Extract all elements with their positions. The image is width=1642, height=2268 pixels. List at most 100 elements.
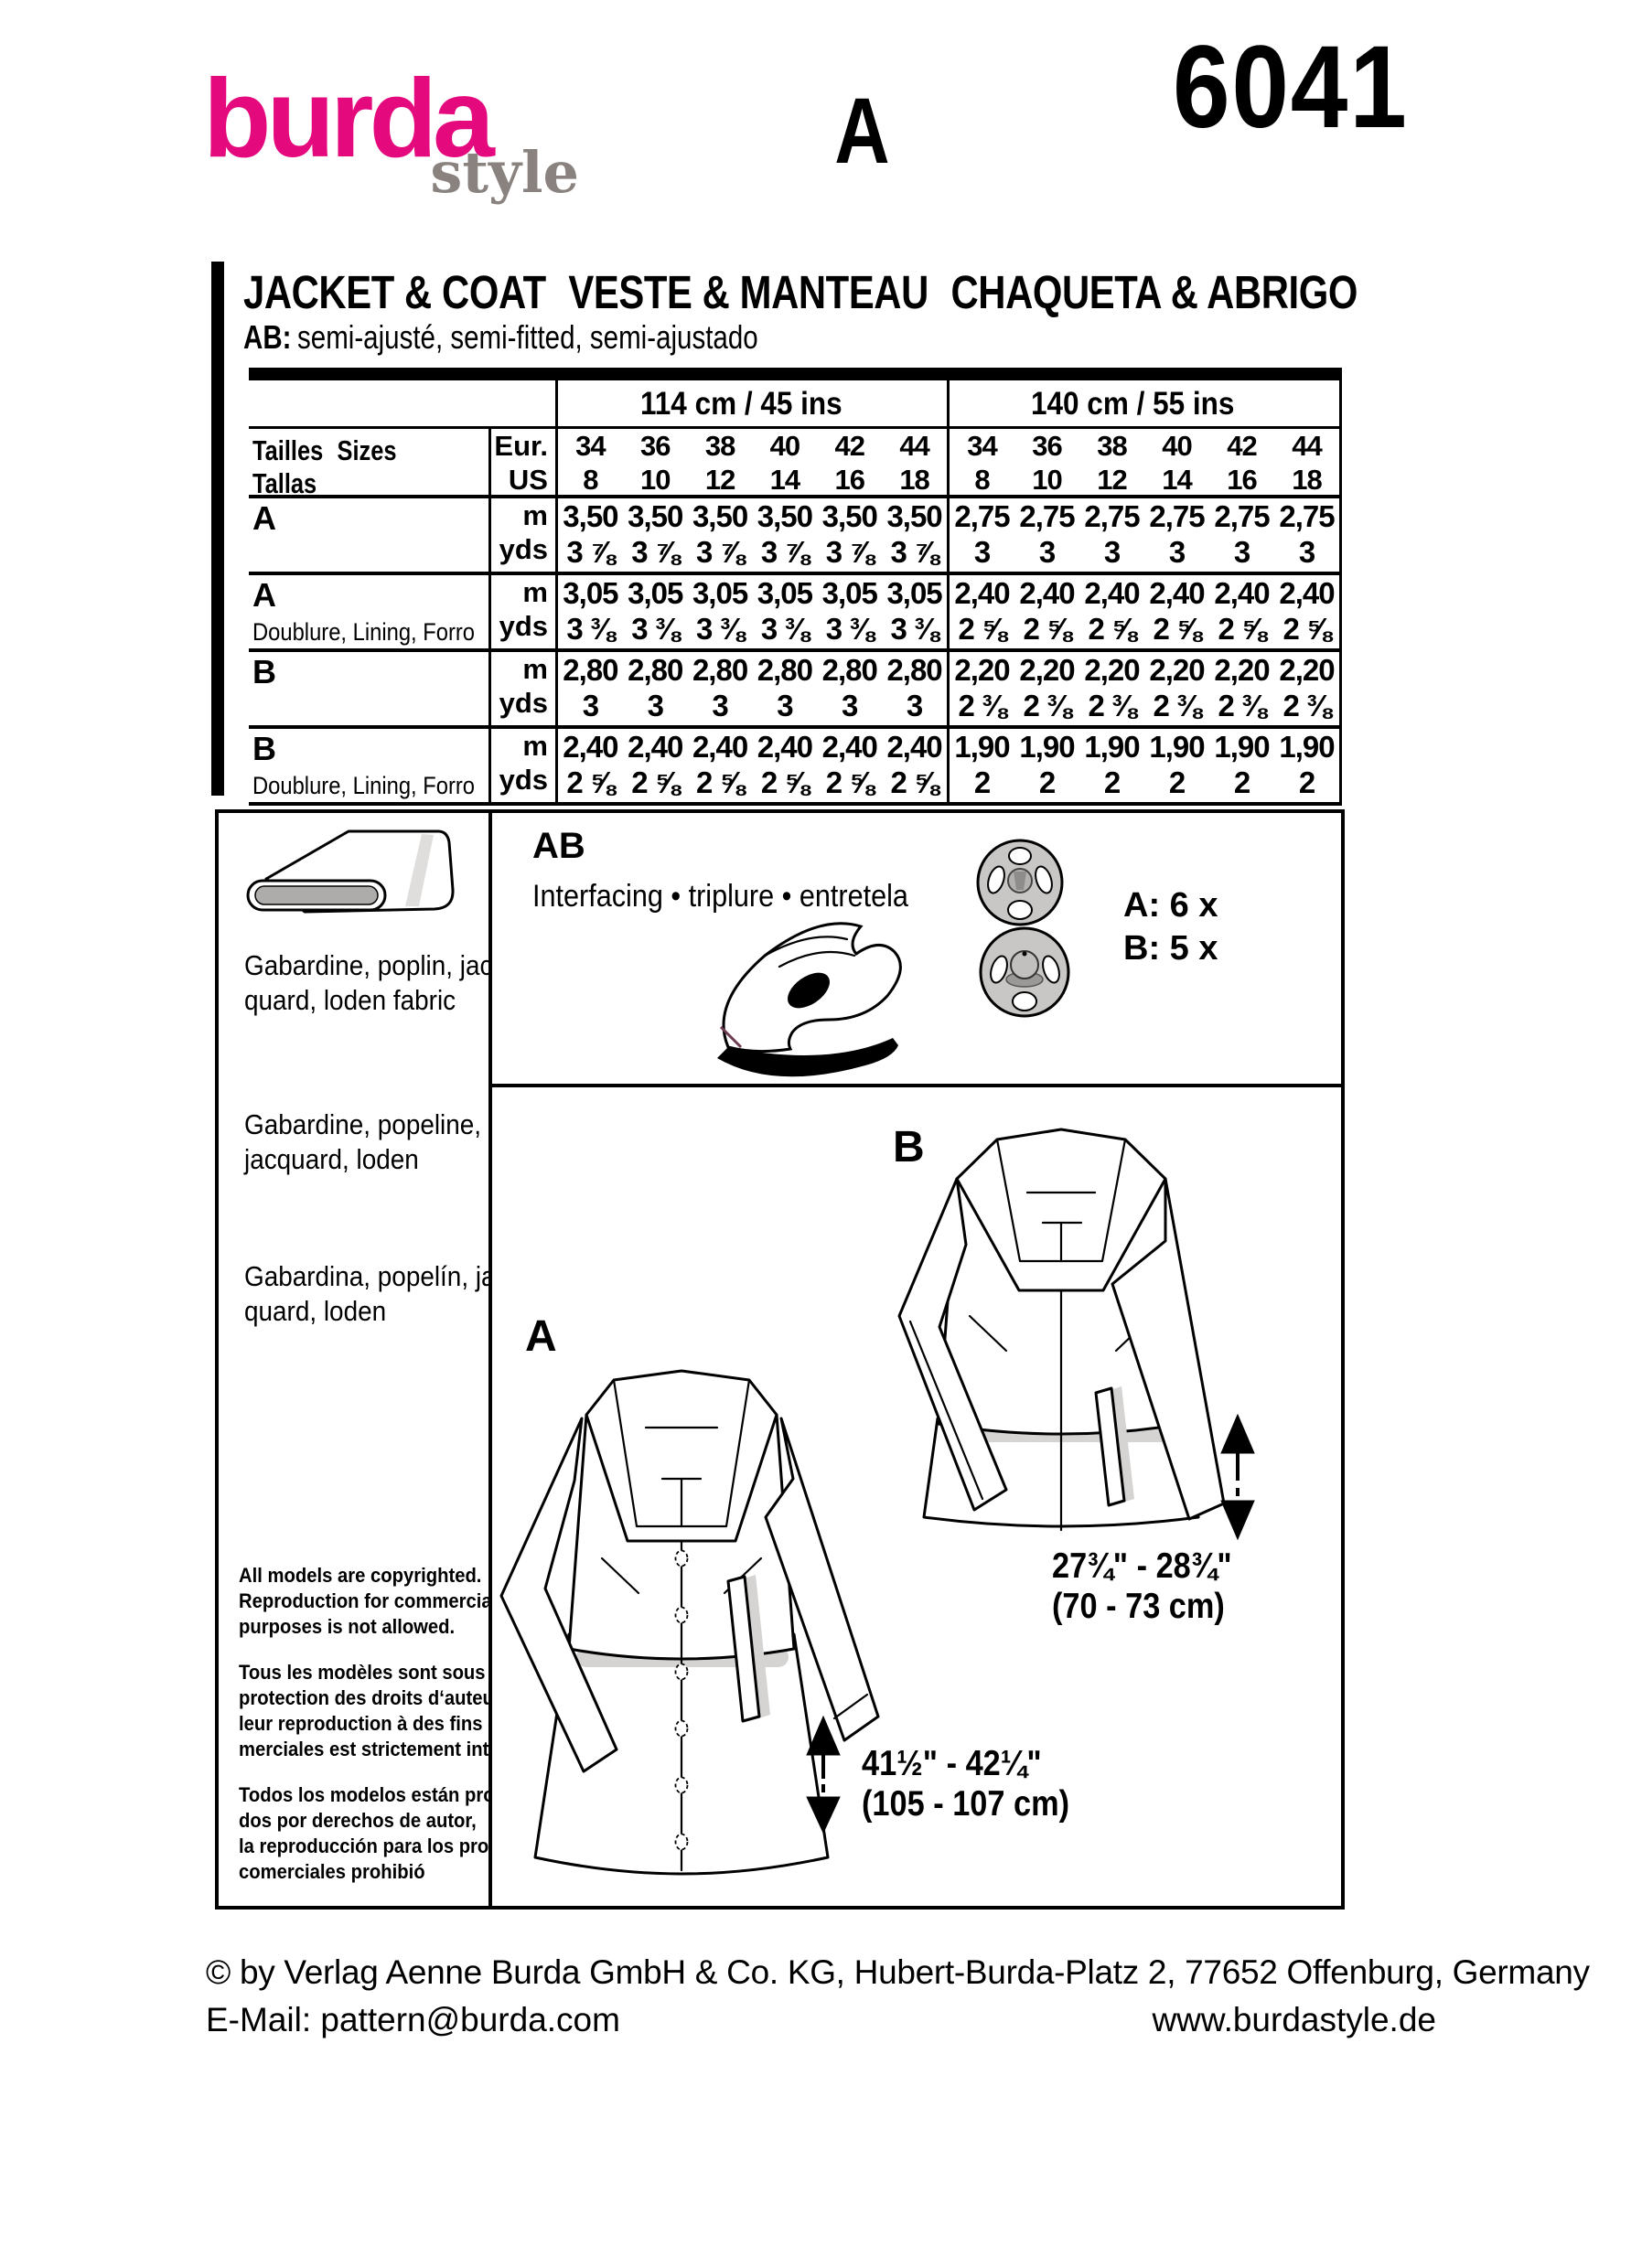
fabric-text-fr: Gabardine, popeline,jacquard, loden bbox=[244, 1107, 508, 1177]
length-arrow-a bbox=[806, 1715, 841, 1835]
yardage-value: 2,40 bbox=[757, 730, 813, 764]
yardage-value: 3,50 bbox=[821, 499, 878, 533]
text-line: Tous les modèles sont sous la bbox=[239, 1661, 507, 1684]
yardage-value: 2 ⅝ bbox=[1282, 612, 1331, 646]
yardage-value: 3 bbox=[1168, 535, 1186, 569]
yardage-value: 2,40 bbox=[1019, 576, 1075, 610]
yardage-value: 2 ⅜ bbox=[1088, 689, 1136, 722]
view-a-label: A bbox=[525, 1312, 557, 1361]
yardage-value: 2,75 bbox=[1149, 499, 1205, 533]
yardage-value: 2 ⅝ bbox=[631, 765, 680, 799]
garment-flat-drawings bbox=[499, 1128, 1255, 1876]
yardage-value: 3 ⅜ bbox=[631, 612, 680, 646]
coat-a-length: 41½" - 42¼" (105 - 107 cm) bbox=[862, 1744, 1098, 1824]
yardage-value: 2 ⅝ bbox=[825, 765, 875, 799]
yardage-value: 3,05 bbox=[821, 576, 878, 610]
row-label-cell: B bbox=[249, 652, 488, 725]
yardage-value: 3,50 bbox=[563, 499, 618, 533]
width-group-140: 140 cm / 55 ins bbox=[1031, 386, 1235, 422]
row-view-label: B bbox=[252, 653, 276, 690]
yardage-table: 114 cm / 45 ins 140 cm / 55 ins Tailles … bbox=[249, 368, 1342, 806]
yardage-value: 2,40 bbox=[1149, 576, 1205, 610]
yardage-value: 2 ⅝ bbox=[890, 765, 939, 799]
coat-a-drawing bbox=[499, 1369, 880, 1876]
yardage-value: 2,20 bbox=[1084, 653, 1140, 687]
size-eur: 44 bbox=[1292, 430, 1322, 462]
yardage-value: 2,75 bbox=[1214, 499, 1270, 533]
table-top-bar bbox=[249, 368, 1342, 380]
jacket-b-length: 27¾" - 28¾" (70 - 73 cm) bbox=[1052, 1546, 1256, 1627]
size-us: 8 bbox=[974, 464, 990, 496]
yardage-value: 3,50 bbox=[886, 499, 942, 533]
text-line: quard, loden bbox=[244, 1295, 387, 1327]
yardage-value: 3 ⅞ bbox=[631, 535, 680, 569]
yardage-value: 2 ⅝ bbox=[760, 765, 810, 799]
yardage-value: 2,40 bbox=[1214, 576, 1270, 610]
yardage-value: 2 ⅜ bbox=[1153, 689, 1201, 722]
title-es: CHAQUETA & ABRIGO bbox=[950, 266, 1358, 318]
yardage-value: 2 ⅜ bbox=[1023, 689, 1071, 722]
pattern-number: 6041 bbox=[1173, 22, 1409, 153]
jacket-b-length-cm: (70 - 73 cm) bbox=[1052, 1587, 1225, 1626]
contact-email: E-Mail: pattern@burda.com bbox=[206, 2001, 620, 2038]
title-fr: VESTE & MANTEAU bbox=[568, 266, 928, 318]
view-letter: A bbox=[834, 79, 890, 183]
yardage-value: 2,20 bbox=[1149, 653, 1205, 687]
size-eur: 40 bbox=[1162, 430, 1192, 462]
sizes-heading: Tailles Sizes Tallas bbox=[252, 434, 397, 499]
yardage-value: 3 bbox=[647, 689, 664, 722]
yardage-value: 3 bbox=[1103, 535, 1121, 569]
size-us: 16 bbox=[834, 464, 864, 496]
size-us: 18 bbox=[1292, 464, 1322, 496]
yardage-value: 2,20 bbox=[954, 653, 1010, 687]
fabric-bolt-icon bbox=[246, 829, 455, 914]
yardage-value: 3 bbox=[973, 535, 991, 569]
yardage-value: 1,90 bbox=[1084, 730, 1140, 764]
unit-yds: yds bbox=[499, 687, 548, 719]
fabric-text-es: Gabardina, popelín, jac-quard, loden bbox=[244, 1259, 547, 1329]
yardage-value: 2,40 bbox=[628, 730, 683, 764]
yardage-value: 3 ⅜ bbox=[890, 612, 939, 646]
text-line: quard, loden fabric bbox=[244, 984, 456, 1016]
yardage-value: 2,80 bbox=[821, 653, 878, 687]
unit-m: m bbox=[522, 499, 548, 531]
text-line: leur reproduction à des fins com- bbox=[239, 1712, 532, 1735]
size-us: 8 bbox=[583, 464, 598, 496]
yardage-value: 1,90 bbox=[1149, 730, 1205, 764]
burda-logo: burda bbox=[203, 56, 495, 180]
yardage-value: 2 ⅝ bbox=[1218, 612, 1266, 646]
technical-drawings-panel: A B 27¾" - 28¾" (70 - 73 cm) 41½" - 42¼"… bbox=[488, 1084, 1345, 1910]
yardage-value: 3 ⅞ bbox=[566, 535, 615, 569]
size-eur: 36 bbox=[1032, 430, 1062, 462]
yardage-value: 2 ⅜ bbox=[1282, 689, 1331, 722]
publisher-line: © by Verlag Aenne Burda GmbH & Co. KG, H… bbox=[206, 1953, 1590, 1991]
text-line: Gabardine, popeline, bbox=[244, 1108, 482, 1140]
size-eur: 34 bbox=[575, 430, 606, 462]
us-label: US bbox=[508, 464, 548, 496]
yardage-value: 2,40 bbox=[1279, 576, 1335, 610]
fit-label: AB: bbox=[243, 318, 292, 356]
size-eur: 42 bbox=[834, 430, 864, 462]
yardage-value: 3 bbox=[712, 689, 728, 722]
yardage-value: 2,80 bbox=[628, 653, 683, 687]
text-line: jacquard, loden bbox=[244, 1143, 419, 1175]
title-en: JACKET & COAT bbox=[243, 266, 546, 318]
yardage-value: 2 ⅝ bbox=[1153, 612, 1201, 646]
